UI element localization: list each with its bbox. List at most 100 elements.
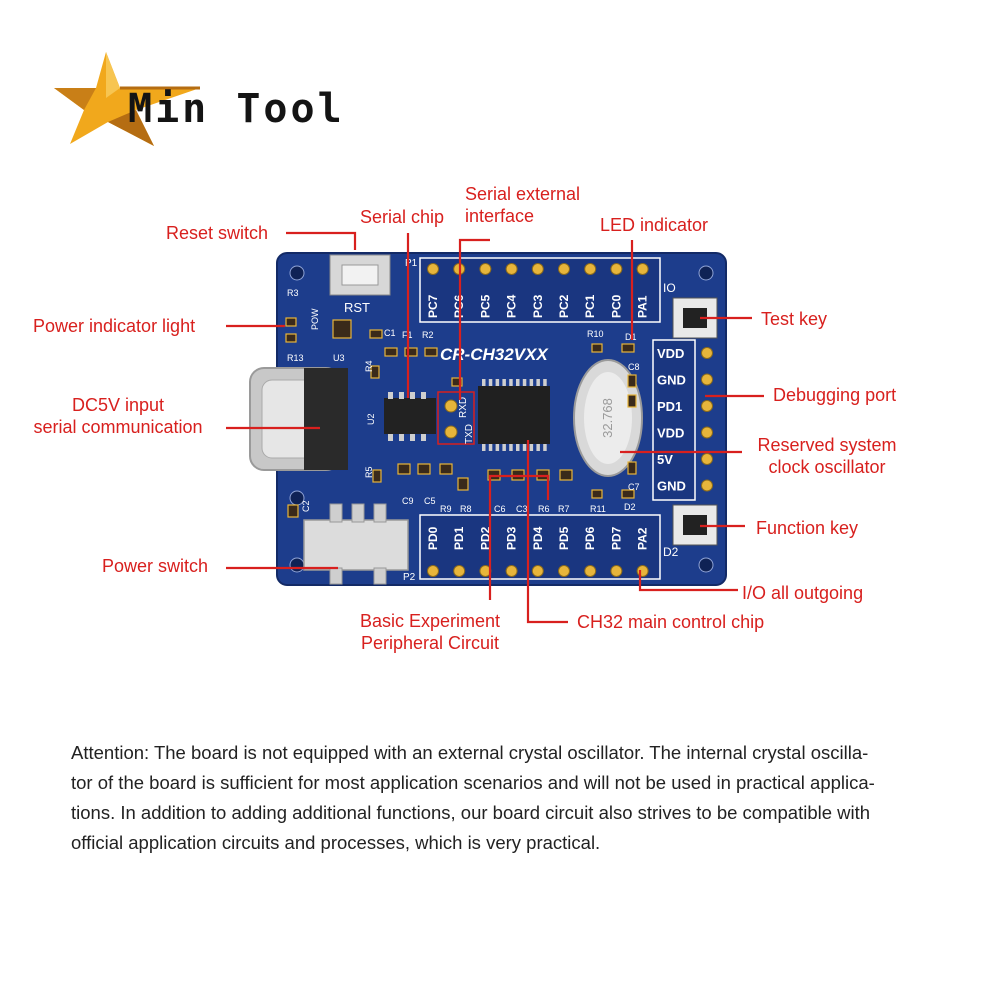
callout-serial-chip: Serial chip [360,207,445,227]
callout-power-indicator-light: Power indicator light [33,316,196,336]
silk-component-label: D1 [625,332,637,342]
silk-component-label: C2 [301,500,311,512]
note-line: tor of the board is sufficient for most … [71,772,875,793]
silk-txd: TXD [464,424,475,444]
bottom-pin-pad [505,565,518,577]
bottom-pin-pad [558,565,570,577]
mount-hole [289,265,305,281]
top-pin-label: PC3 [531,294,545,318]
silk-component-label: C1 [384,328,396,338]
silk-component-label: R2 [422,330,434,340]
silk-title: CR-CH32VXX [440,345,549,364]
silk-component-label: R11 [590,504,606,514]
top-pin-label: PC4 [505,294,519,318]
debug-pin-label: VDD [657,346,684,361]
smd-component [424,347,438,357]
smd-component [627,374,637,388]
callout-io-outgoing: I/O all outgoing [742,583,864,603]
mount-hole [698,557,714,573]
callout-led-indicator: LED indicator [600,215,709,235]
debug-pin-pad [701,347,713,359]
leader-lines [226,231,764,624]
silk-rst: RST [344,300,370,315]
smd-component [451,377,463,387]
bottom-pin-label: PD6 [583,526,597,550]
callout-serial-external-interface: Serial external interface [465,184,581,226]
smd-component [372,469,382,483]
silk-component-label: R7 [558,504,570,514]
debug-pin-label: GND [657,479,686,494]
smd-component [627,461,637,475]
silk-component-label: U2 [366,413,376,425]
smd-component [621,343,635,353]
callout-reserved-oscillator: Reserved system clock oscillator [757,435,897,477]
smd-component [439,463,453,475]
callout-main-chip: CH32 main control chip [577,612,765,632]
top-pin-label: PC2 [557,294,571,318]
silk-component-label: POW [310,308,320,330]
logo-star-icon [54,52,200,146]
top-pin-pad [479,263,492,275]
smd-component [627,394,637,408]
top-pin-label: PC5 [478,294,492,318]
top-pin-pad [427,263,439,275]
smd-component [332,319,352,339]
smd-component [417,463,431,475]
silk-component-label: R4 [364,360,374,372]
silk-rxd: RXD [458,397,469,418]
smd-component [370,365,380,379]
mount-hole [698,265,714,281]
callout-function-key: Function key [756,518,859,538]
bottom-pin-pad [636,565,649,577]
debug-pin-pad [701,426,713,439]
bottom-pin-label: PD0 [426,526,440,550]
bottom-pin-pad [610,565,623,577]
bottom-pin-label: PD7 [609,526,623,550]
top-pin-pad [636,263,649,275]
silk-component-label: C3 [516,504,528,514]
top-pin-label: PC0 [609,294,623,318]
silk-component-label: C9 [402,496,414,506]
bottom-pin-pad [584,565,597,577]
top-pin-label: PA1 [636,295,650,318]
smd-component [621,489,635,499]
smd-component [591,489,603,499]
silk-component-label: R6 [538,504,550,514]
attention-note: Attention: The board is not equipped wit… [71,738,931,858]
silk-component-label: R5 [364,466,374,478]
silk-io: IO [663,281,676,295]
smd-component [287,504,299,518]
silk-d2: D2 [663,545,679,559]
logo-text: Min Tool [128,86,345,132]
silk-component-label: R9 [440,504,452,514]
debug-pin-label: PD1 [657,399,682,414]
debug-pin-pad [701,400,713,412]
silk-component-label: U3 [333,353,345,363]
debug-header [652,339,696,501]
silk-component-label: C6 [494,504,506,514]
silk-component-label: C8 [628,362,640,372]
smd-component [397,463,411,475]
silk-p1: P1 [405,258,418,269]
callout-debugging-port: Debugging port [773,385,897,405]
top-pin-pad [558,263,570,275]
smd-component [591,343,603,353]
power-switch-body [303,519,409,571]
silk-component-label: R10 [587,329,604,339]
crystal-text: 32.768 [600,398,615,438]
top-pin-pad [610,263,623,275]
smd-component [559,469,573,481]
callout-test-key: Test key [761,309,828,329]
bottom-pin-pad [427,565,439,577]
debug-pin-label: GND [657,373,686,388]
silk-component-label: R8 [460,504,472,514]
top-pin-pad [584,263,597,275]
top-pin-pad [531,263,544,275]
silk-p2: P2 [403,572,416,583]
mount-hole [289,557,305,573]
debug-pin-pad [701,453,713,465]
smd-component [404,347,418,357]
smd-component [285,333,297,343]
bottom-pin-pad [531,565,544,577]
